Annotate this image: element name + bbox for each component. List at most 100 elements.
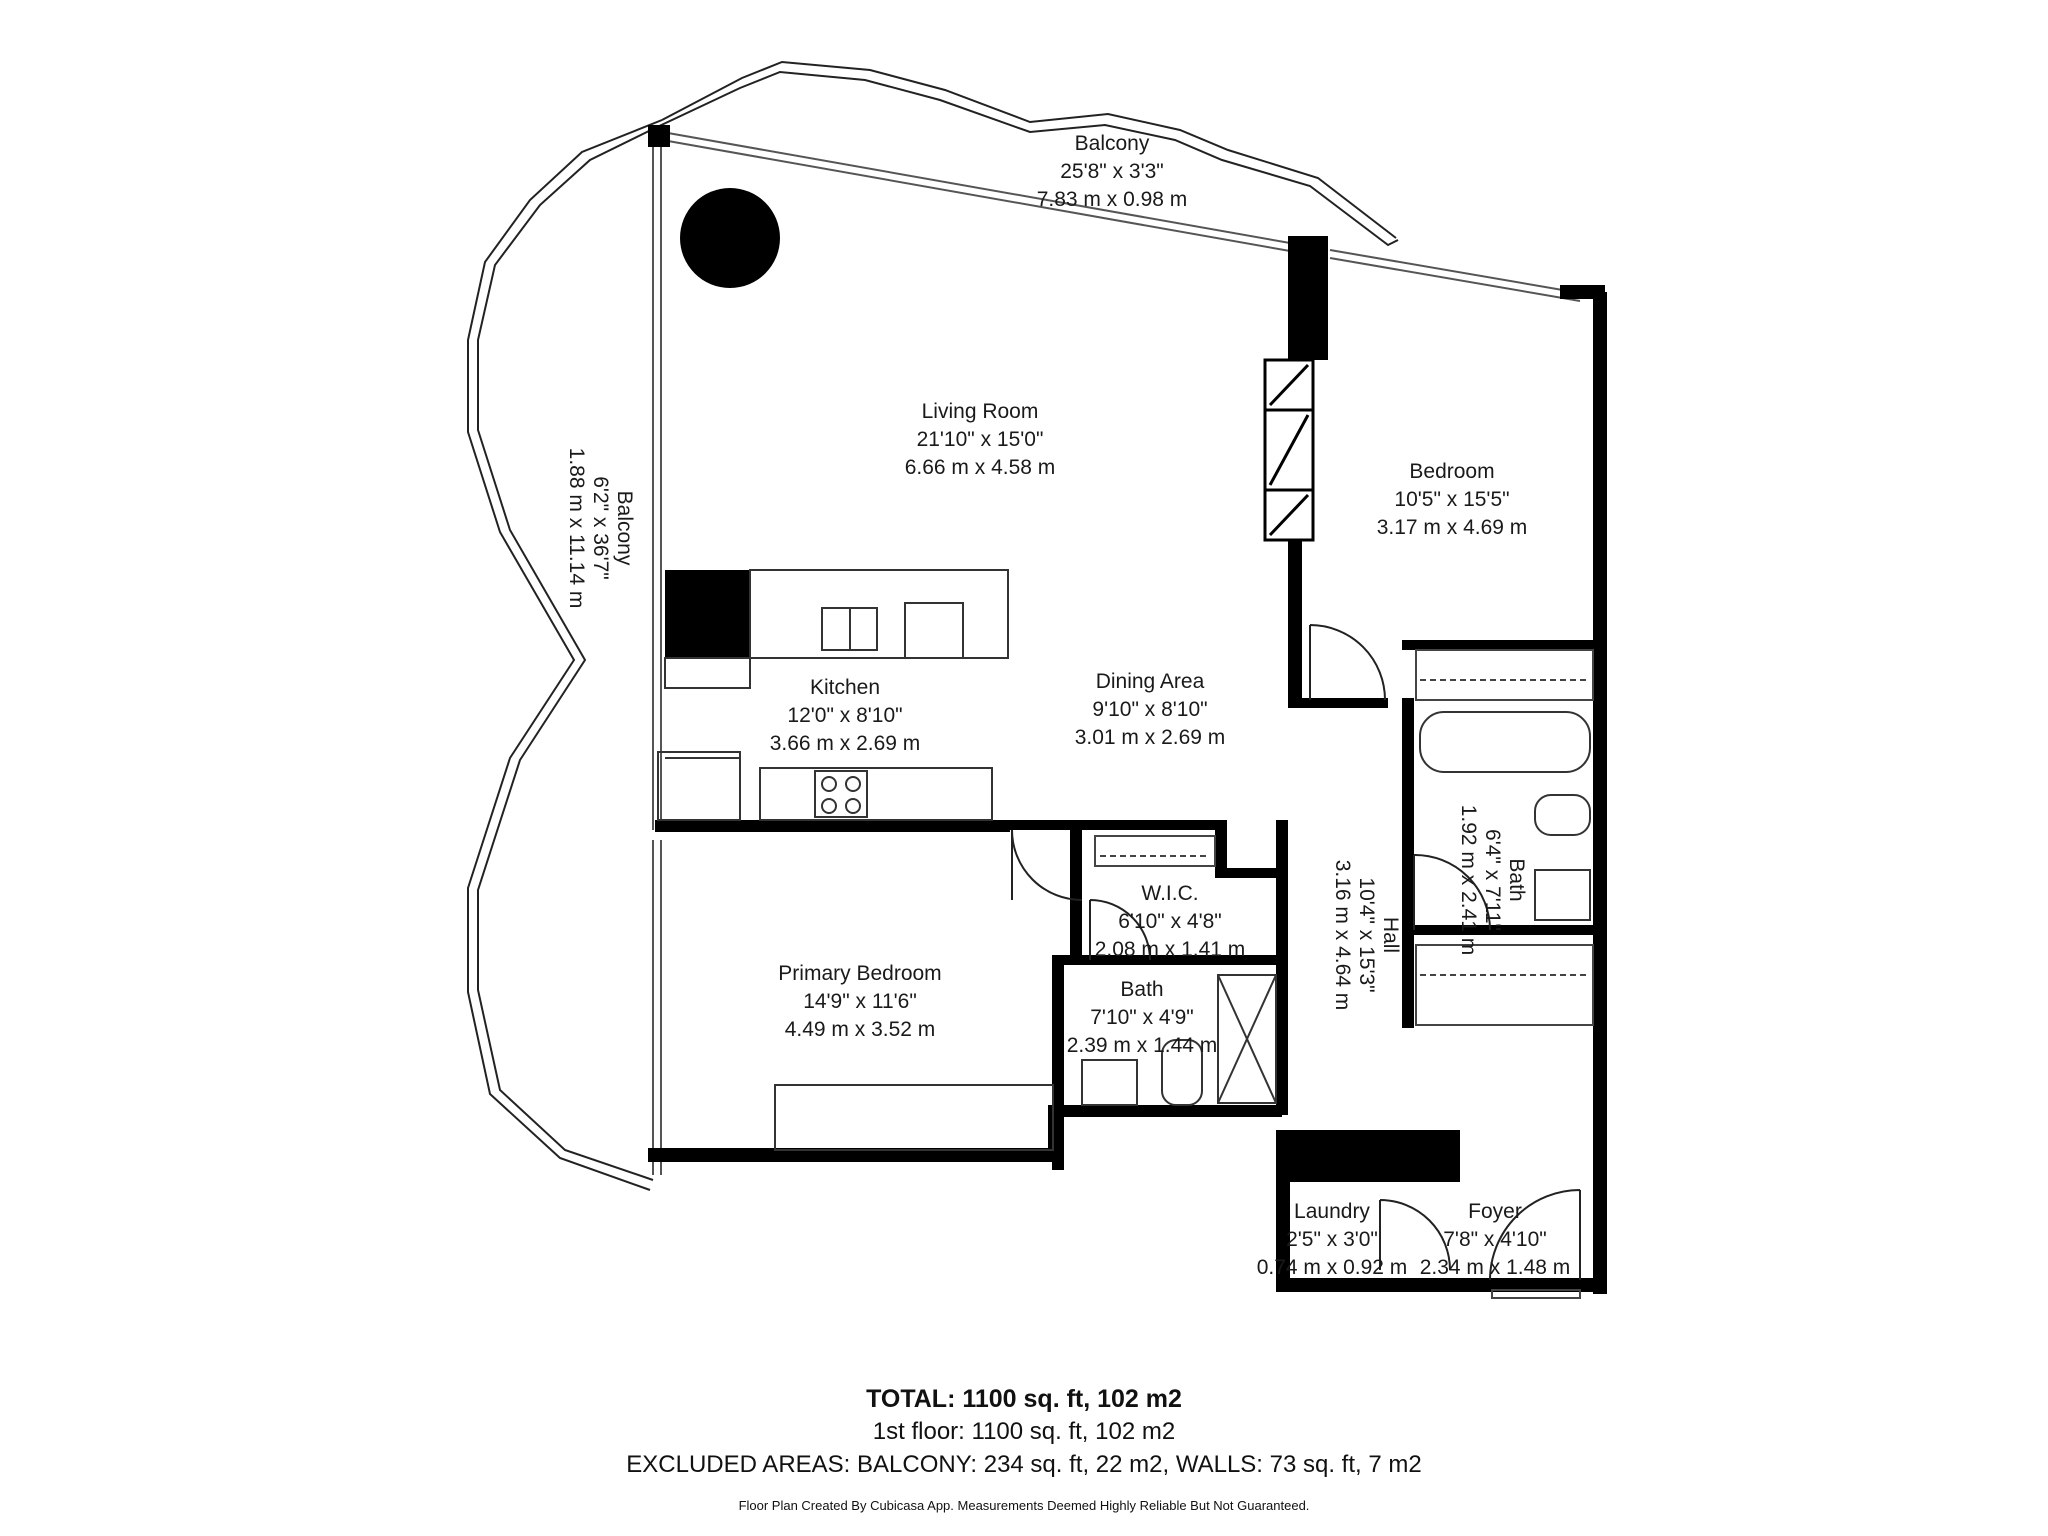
wall-top-corner bbox=[648, 125, 670, 147]
room-metric: 2.39 m x 1.44 m bbox=[1067, 1034, 1218, 1057]
wall-kitchen-bottom bbox=[655, 820, 1010, 832]
label-dining-area: Dining Area 9'10" x 8'10" 3.01 m x 2.69 … bbox=[1075, 670, 1226, 749]
wall-wic-top bbox=[1080, 820, 1222, 830]
label-laundry: Laundry 2'5" x 3'0" 0.74 m x 0.92 m bbox=[1257, 1200, 1408, 1279]
wall-bedroom-bottom bbox=[1288, 698, 1388, 708]
wall-bath-left-top bbox=[1052, 955, 1282, 965]
room-metric: 3.01 m x 2.69 m bbox=[1075, 726, 1226, 749]
room-imperial: 7'8" x 4'10" bbox=[1443, 1228, 1547, 1251]
bath-right-fixtures bbox=[1419, 711, 1591, 921]
label-foyer: Foyer 7'8" x 4'10" 2.34 m x 1.48 m bbox=[1420, 1200, 1571, 1279]
wall-primary-top bbox=[1010, 820, 1090, 830]
room-name: Balcony bbox=[1075, 132, 1150, 155]
sink-left bbox=[1081, 1059, 1138, 1106]
room-name: Foyer bbox=[1468, 1200, 1522, 1223]
label-hall: Hall 10'4" x 15'3" 3.16 m x 4.64 m bbox=[1331, 860, 1402, 1011]
kitchen-fridge bbox=[665, 570, 750, 658]
bath-left-fixtures bbox=[1081, 974, 1277, 1106]
doors bbox=[1011, 624, 1581, 1281]
primary-bed bbox=[774, 1084, 1054, 1151]
label-bedroom: Bedroom 10'5" x 15'5" 3.17 m x 4.69 m bbox=[1377, 460, 1528, 539]
wall-laundry-left bbox=[1276, 1130, 1290, 1290]
room-imperial: 14'9" x 11'6" bbox=[803, 990, 917, 1013]
wall-wic-right bbox=[1215, 820, 1227, 875]
wall-hall-left-lower bbox=[1276, 935, 1288, 1115]
room-name: Kitchen bbox=[810, 676, 880, 699]
credit-note: Floor Plan Created By Cubicasa App. Meas… bbox=[738, 1498, 1310, 1513]
label-living-room: Living Room 21'10" x 15'0" 6.66 m x 4.58… bbox=[905, 400, 1056, 479]
walls bbox=[648, 125, 1607, 1294]
stove bbox=[814, 770, 868, 818]
shower bbox=[1217, 974, 1277, 1104]
wall-right-top bbox=[1560, 285, 1605, 299]
kitchen-counter-bottom bbox=[759, 767, 993, 821]
fireplace bbox=[1263, 358, 1315, 542]
room-imperial: 21'10" x 15'0" bbox=[917, 428, 1044, 451]
room-name: Living Room bbox=[922, 400, 1039, 423]
room-imperial: 7'10" x 4'9" bbox=[1090, 1006, 1194, 1029]
room-imperial: 25'8" x 3'3" bbox=[1060, 160, 1164, 183]
room-name: Laundry bbox=[1294, 1200, 1370, 1223]
room-name: Balcony bbox=[613, 491, 636, 566]
wall-wic-notch bbox=[1215, 868, 1285, 878]
total-area: TOTAL: 1100 sq. ft, 102 m2 bbox=[866, 1385, 1182, 1413]
bathtub bbox=[1419, 711, 1591, 773]
excluded-areas: EXCLUDED AREAS: BALCONY: 234 sq. ft, 22 … bbox=[626, 1451, 1422, 1478]
room-name: Bath bbox=[1505, 858, 1528, 901]
room-metric: 7.83 m x 0.98 m bbox=[1037, 188, 1188, 211]
room-name: Bedroom bbox=[1409, 460, 1494, 483]
wall-bath-top bbox=[1402, 640, 1597, 650]
room-metric: 3.16 m x 4.64 m bbox=[1331, 860, 1354, 1011]
label-balcony-top: Balcony 25'8" x 3'3" 7.83 m x 0.98 m bbox=[1037, 132, 1188, 211]
dishwasher bbox=[904, 602, 964, 659]
wall-bath-bottom bbox=[1402, 925, 1597, 935]
wall-hall-left bbox=[1276, 820, 1288, 940]
room-metric: 1.88 m x 11.14 m bbox=[565, 448, 588, 609]
room-name: Dining Area bbox=[1096, 670, 1205, 693]
room-imperial: 2'5" x 3'0" bbox=[1286, 1228, 1378, 1251]
wall-bedroom-left bbox=[1288, 540, 1302, 705]
wall-foyer-bottom bbox=[1276, 1278, 1607, 1292]
toilet-right bbox=[1534, 794, 1591, 836]
wall-hall-divider bbox=[1402, 698, 1414, 1028]
room-imperial: 6'10" x 4'8" bbox=[1118, 910, 1222, 933]
balcony-outline bbox=[467, 60, 1399, 1191]
room-metric: 0.74 m x 0.92 m bbox=[1257, 1256, 1408, 1279]
room-imperial: 6'2" x 36'7" bbox=[589, 476, 612, 580]
windows bbox=[652, 132, 1581, 1175]
wall-wic-left bbox=[1070, 830, 1082, 960]
label-primary-bedroom: Primary Bedroom 14'9" x 11'6" 4.49 m x 3… bbox=[778, 962, 941, 1041]
kitchen-fixtures bbox=[657, 569, 1009, 821]
room-metric: 6.66 m x 4.58 m bbox=[905, 456, 1056, 479]
room-name: W.I.C. bbox=[1141, 882, 1198, 905]
room-metric: 2.34 m x 1.48 m bbox=[1420, 1256, 1571, 1279]
wall-primary-bottom bbox=[648, 1148, 1058, 1162]
room-metric: 1.92 m x 2.41 m bbox=[1457, 805, 1480, 956]
label-bath-right: Bath 6'4" x 7'11" 1.92 m x 2.41 m bbox=[1457, 805, 1528, 956]
label-bath-left: Bath 7'10" x 4'9" 2.39 m x 1.44 m bbox=[1067, 978, 1218, 1057]
label-kitchen: Kitchen 12'0" x 8'10" 3.66 m x 2.69 m bbox=[770, 676, 921, 755]
room-imperial: 6'4" x 7'11" bbox=[1481, 829, 1504, 931]
sink-right bbox=[1534, 869, 1591, 921]
wall-right-outer bbox=[1593, 292, 1607, 1294]
room-name: Primary Bedroom bbox=[778, 962, 941, 985]
room-imperial: 12'0" x 8'10" bbox=[787, 704, 902, 727]
room-name: Hall bbox=[1379, 917, 1402, 953]
room-imperial: 10'4" x 15'3" bbox=[1355, 877, 1378, 992]
label-wic: W.I.C. 6'10" x 4'8" 2.08 m x 1.41 m bbox=[1095, 882, 1246, 961]
room-imperial: 10'5" x 15'5" bbox=[1394, 488, 1509, 511]
toilet-left bbox=[1161, 1039, 1203, 1106]
floor-area: 1st floor: 1100 sq. ft, 102 m2 bbox=[872, 1418, 1176, 1445]
foyer-closet bbox=[1491, 1289, 1581, 1299]
wall-laundry-top-block bbox=[1290, 1130, 1460, 1182]
room-metric: 4.49 m x 3.52 m bbox=[785, 1018, 936, 1041]
room-imperial: 9'10" x 8'10" bbox=[1092, 698, 1207, 721]
counter-left bbox=[664, 657, 751, 689]
kitchen-island bbox=[749, 569, 1009, 659]
round-table bbox=[680, 188, 780, 288]
room-metric: 3.17 m x 4.69 m bbox=[1377, 516, 1528, 539]
room-metric: 3.66 m x 2.69 m bbox=[770, 732, 921, 755]
wall-bath-left-bottom bbox=[1052, 1105, 1282, 1117]
wall-bedroom-column bbox=[1288, 236, 1328, 360]
